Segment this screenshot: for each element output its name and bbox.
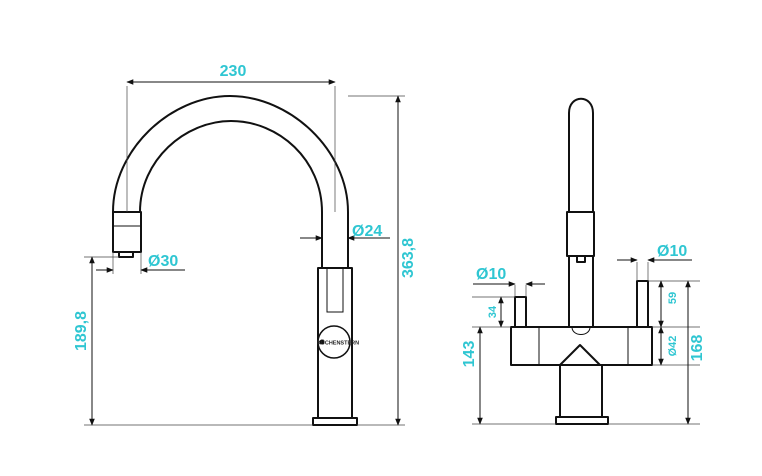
dim-reach: 230: [220, 63, 247, 80]
side-view: KÜCHENSTERN 230 Ø24 Ø30 189,8 363,8: [73, 63, 417, 426]
dim-left-lever-height: 34: [487, 305, 499, 318]
front-view: Ø10 Ø10 34 143 59 Ø42 168: [461, 97, 706, 425]
brand-logo-icon: [319, 339, 325, 345]
front-pedestal: [559, 364, 603, 418]
spray-head: [112, 211, 142, 253]
brand-badge: [317, 325, 351, 359]
dim-left-lever-diameter: Ø10: [476, 266, 506, 283]
dim-spray-head-diameter: Ø30: [148, 253, 178, 270]
front-spout: [568, 97, 594, 216]
dim-right-lever-height: 59: [667, 292, 679, 304]
front-base: [555, 416, 609, 425]
left-lever: [514, 296, 527, 328]
right-lever: [636, 280, 649, 328]
brand-logo-text: KÜCHENSTERN: [317, 340, 359, 347]
dim-body-height: 143: [461, 341, 478, 368]
front-spout-joint: [566, 211, 595, 257]
front-spout-collar: [568, 255, 594, 329]
dim-body-diameter: Ø42: [667, 336, 679, 357]
dim-total-height-side: 363,8: [400, 238, 417, 278]
dim-total-height-front: 168: [689, 335, 706, 362]
spout-tube: [112, 95, 349, 269]
spray-nozzle: [118, 251, 134, 258]
dim-spout-diameter: Ø24: [352, 223, 382, 240]
dim-spray-height: 189,8: [73, 311, 90, 351]
spout-joint-collar: [326, 268, 344, 313]
spout-tube-inner: [139, 120, 323, 269]
dim-right-lever-diameter: Ø10: [657, 243, 687, 260]
faucet-base: [312, 417, 358, 426]
